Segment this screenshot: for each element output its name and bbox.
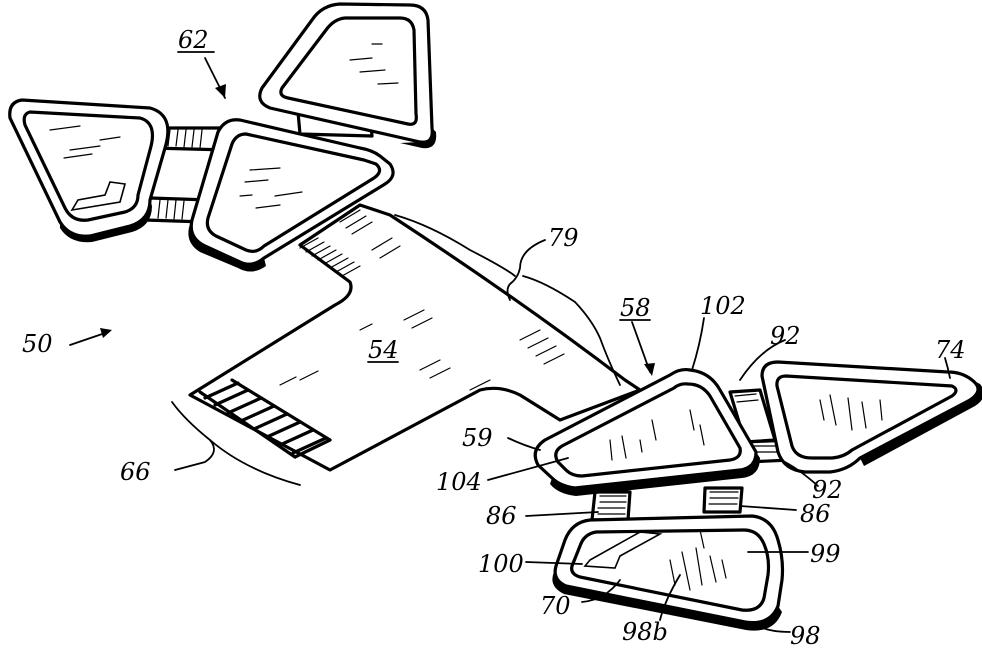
top-pad-62: [260, 4, 432, 142]
label-98b: 98b: [622, 618, 668, 646]
label-54: 54: [368, 336, 399, 364]
label-92-top: 92: [770, 322, 801, 350]
label-66: 66: [120, 458, 151, 486]
label-102: 102: [700, 292, 746, 320]
label-100: 100: [478, 550, 524, 578]
label-74: 74: [935, 336, 966, 364]
label-86-right: 86: [800, 500, 831, 528]
label-86-left: 86: [486, 502, 517, 530]
label-50: 50: [22, 330, 53, 358]
label-79: 79: [548, 224, 579, 252]
label-58: 58: [620, 294, 651, 322]
label-70: 70: [540, 592, 571, 620]
label-59: 59: [462, 424, 493, 452]
label-99: 99: [810, 540, 841, 568]
label-62: 62: [178, 26, 209, 54]
label-104: 104: [436, 468, 482, 496]
label-98: 98: [790, 622, 821, 650]
